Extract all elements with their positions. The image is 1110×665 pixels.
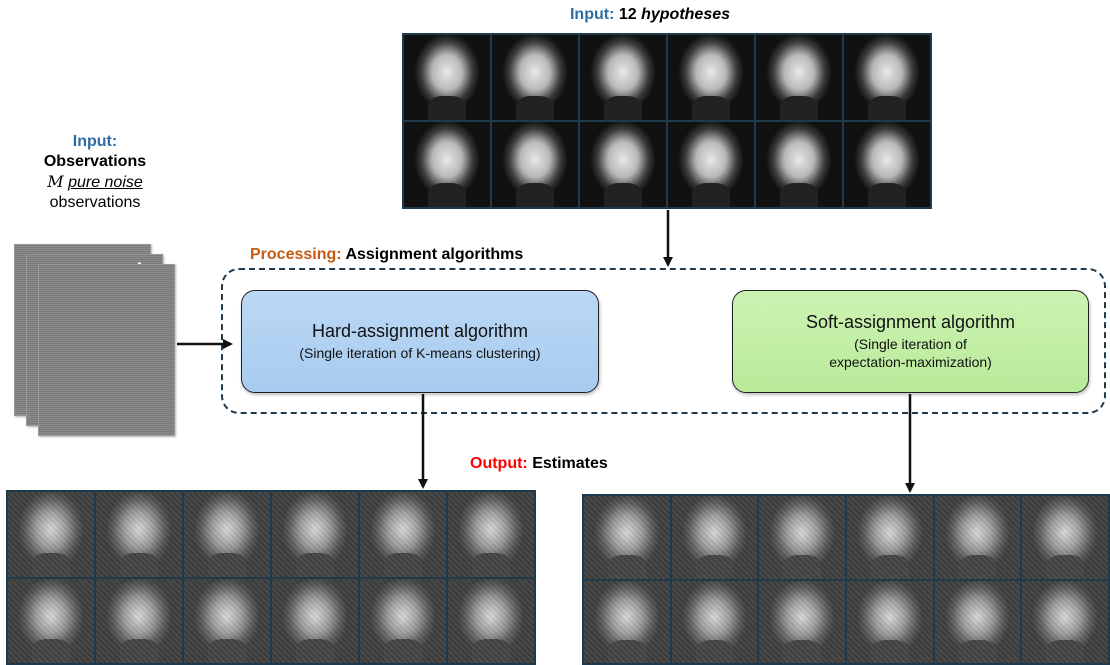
estimate-1	[8, 492, 94, 577]
hard-estimates-grid	[6, 490, 536, 665]
estimate-11	[934, 580, 1021, 663]
estimate-3	[184, 492, 270, 577]
portrait-6	[844, 35, 930, 120]
estimate-9	[184, 578, 270, 663]
hypotheses-grid	[402, 33, 932, 209]
portrait-12	[844, 122, 930, 207]
portrait-11	[756, 122, 842, 207]
estimate-10	[272, 578, 358, 663]
estimate-2	[671, 496, 758, 579]
estimate-8	[671, 580, 758, 663]
noise-observation	[38, 264, 175, 436]
estimate-3	[759, 496, 845, 579]
portrait-1	[404, 35, 490, 120]
portrait-2	[492, 35, 578, 120]
estimate-9	[759, 580, 845, 663]
output-label: Output: Estimates	[470, 455, 608, 472]
estimate-10	[846, 580, 933, 663]
soft-estimates-grid	[582, 494, 1110, 665]
estimate-5	[360, 492, 446, 577]
estimate-7	[8, 578, 94, 663]
estimate-2	[96, 492, 182, 577]
observations-label: Input: Observations M pure noise observa…	[43, 133, 147, 211]
estimate-1	[584, 496, 670, 579]
estimate-8	[96, 578, 182, 663]
portrait-4	[668, 35, 754, 120]
estimate-12	[1022, 580, 1108, 663]
estimate-7	[584, 580, 670, 663]
hard-assignment-box: Hard-assignment algorithm (Single iterat…	[241, 290, 599, 393]
estimate-12	[448, 578, 534, 663]
estimate-11	[360, 578, 446, 663]
portrait-9	[580, 122, 666, 207]
portrait-7	[404, 122, 490, 207]
estimate-6	[1022, 496, 1108, 579]
hypotheses-label: Input: 12 hypotheses	[569, 6, 731, 23]
soft-assignment-box: Soft-assignment algorithm (Single iterat…	[732, 290, 1089, 393]
estimate-4	[272, 492, 358, 577]
portrait-3	[580, 35, 666, 120]
portrait-5	[756, 35, 842, 120]
estimate-5	[934, 496, 1021, 579]
estimate-6	[448, 492, 534, 577]
estimate-4	[846, 496, 933, 579]
portrait-8	[492, 122, 578, 207]
portrait-10	[668, 122, 754, 207]
processing-label: Processing: Assignment algorithms	[250, 246, 524, 263]
processing-container	[221, 268, 1106, 414]
